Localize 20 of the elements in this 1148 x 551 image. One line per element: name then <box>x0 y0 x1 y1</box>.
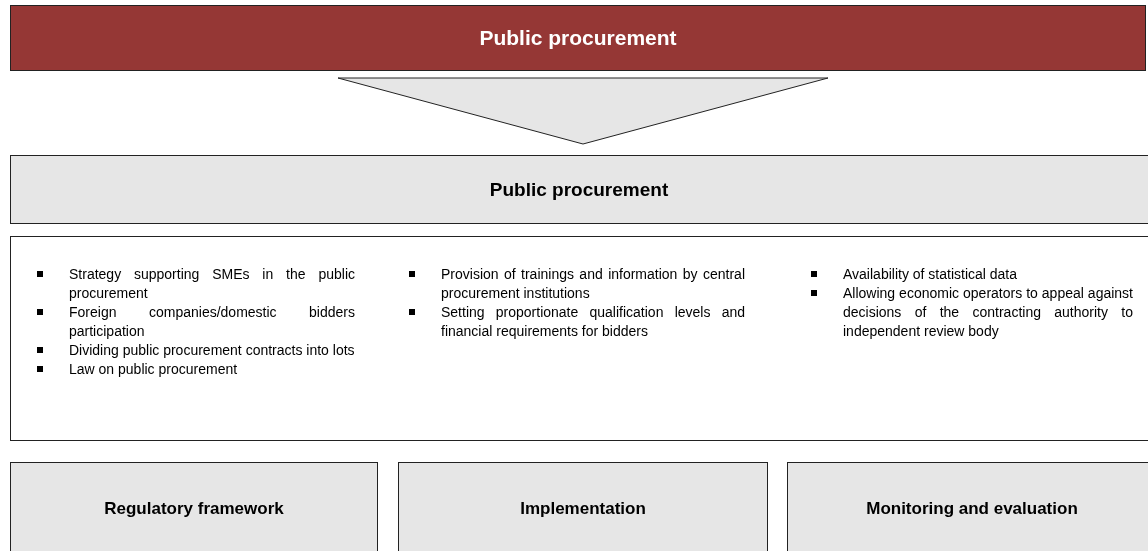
title-banner <box>10 5 1146 71</box>
bullet-item: Allowing economic operators to appeal against decisions of the contracting authority to independent review body <box>811 284 1133 341</box>
category-box <box>10 462 378 551</box>
bullet-item: Dividing public procurement contracts into lots <box>37 341 355 360</box>
bullet-item: Availability of statistical data <box>811 265 1133 284</box>
heading: Implementation <box>520 499 646 519</box>
bullet-item: Foreign companies/domestic bidders participation <box>37 303 355 341</box>
heading: Monitoring and evaluation <box>866 499 1078 519</box>
bullet-item: Law on public procurement <box>37 360 355 379</box>
category-box <box>787 462 1148 551</box>
bullet-item: Strategy supporting SMEs in the public procurement <box>37 265 355 303</box>
bullet-item: Setting proportionate qualification levels and financial requirements for bidders <box>409 303 745 341</box>
heading: Public procurement <box>489 178 669 201</box>
header-box <box>10 155 1148 224</box>
category-box <box>398 462 768 551</box>
bullet-list-box <box>10 236 1148 441</box>
bullet-item: Provision of trainings and information by central procurement institutions <box>409 265 745 303</box>
heading: Regulatory framework <box>104 499 284 519</box>
chevron-arrow <box>337 77 829 145</box>
heading: Public procurement <box>479 26 677 50</box>
